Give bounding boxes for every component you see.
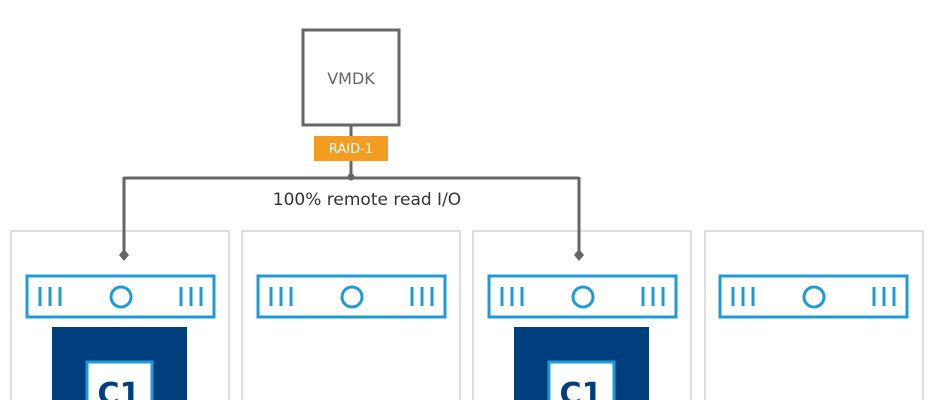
- host-node-3: [472, 230, 692, 400]
- vmdk-box: [301, 28, 401, 127]
- host-node-1: [10, 230, 230, 400]
- server-icon: [256, 274, 447, 319]
- arrow-down-icon: [574, 249, 584, 261]
- server-icon: [25, 274, 216, 319]
- io-label: 100% remote read I/O: [273, 190, 461, 210]
- server-icon: [487, 274, 678, 319]
- vmdk-label: VMDK: [327, 69, 375, 88]
- host-node-2: [241, 230, 461, 400]
- component-c1: C1: [514, 327, 649, 400]
- component-c1: C1: [52, 327, 187, 400]
- component-label: C1: [560, 377, 603, 400]
- raid-badge: [314, 136, 388, 161]
- raid-label: RAID-1: [329, 142, 373, 157]
- component-label: C1: [98, 377, 141, 400]
- arrow-down-icon: [119, 249, 129, 261]
- host-node-4: [704, 230, 924, 400]
- server-icon: [718, 274, 909, 319]
